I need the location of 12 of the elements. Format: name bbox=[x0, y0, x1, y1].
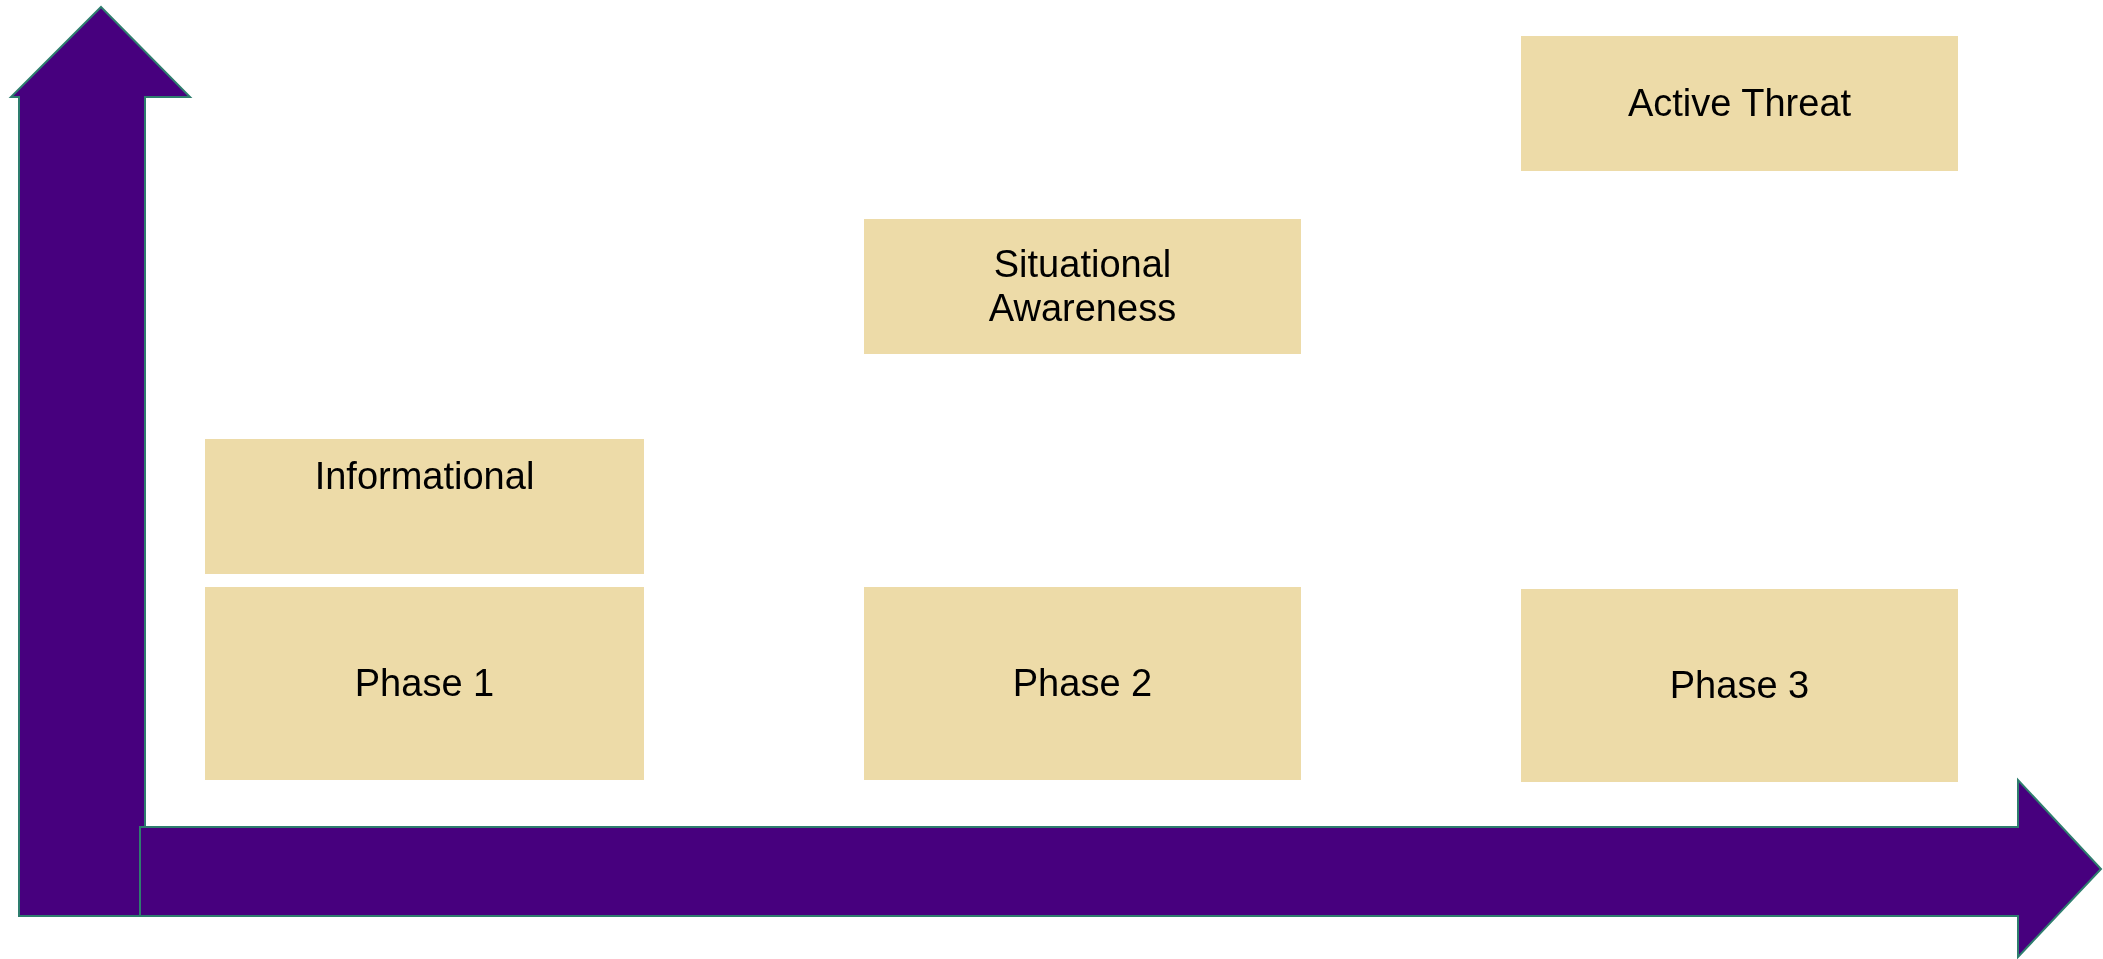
phase-box bbox=[1521, 589, 1958, 782]
stage-label: Informational bbox=[314, 455, 535, 499]
stage-label: Active Threat bbox=[1627, 81, 1852, 126]
phase-box bbox=[864, 587, 1301, 780]
phase-label: Phase 2 bbox=[1012, 661, 1153, 706]
phase-box bbox=[205, 587, 644, 780]
phase-label: Phase 1 bbox=[354, 661, 495, 706]
stage-label: Situational Awareness bbox=[987, 242, 1178, 331]
stage-box bbox=[1521, 36, 1958, 171]
stage-box bbox=[864, 219, 1301, 354]
phase-label: Phase 3 bbox=[1669, 663, 1810, 708]
stage-box bbox=[205, 439, 644, 574]
